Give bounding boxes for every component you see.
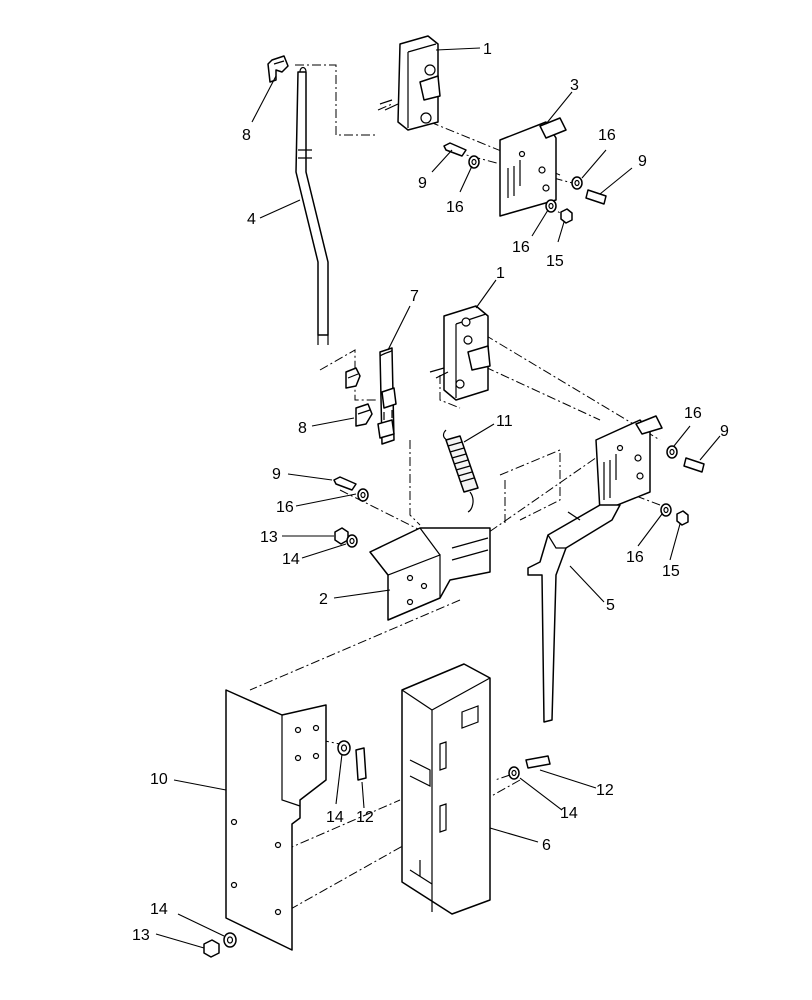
callout-14-bottom: 14 bbox=[150, 901, 168, 918]
washer-14-middle bbox=[346, 534, 358, 548]
retaining-clip-lower-b bbox=[355, 403, 373, 427]
callout-14-plate: 14 bbox=[326, 809, 344, 826]
latch-bracket-upper bbox=[499, 117, 567, 217]
bolt-9-top-left bbox=[443, 142, 467, 157]
callout-16-top-left: 16 bbox=[446, 199, 464, 216]
callout-labels: 1 1 2 3 4 5 6 7 8 8 9 9 9 9 10 11 12 12 … bbox=[132, 41, 729, 944]
nut-13-bottom bbox=[203, 939, 220, 958]
callout-9-top-left: 9 bbox=[418, 175, 427, 192]
retaining-clip-top bbox=[267, 55, 289, 83]
callout-15-top: 15 bbox=[546, 253, 564, 270]
callout-3: 3 bbox=[570, 77, 579, 94]
washer-16-top-left bbox=[468, 155, 480, 169]
mounting-plate bbox=[225, 689, 327, 951]
nut-13-middle bbox=[334, 527, 349, 545]
bolt-9-right bbox=[683, 457, 705, 473]
leader-lines bbox=[155, 47, 721, 949]
callout-6: 6 bbox=[542, 837, 551, 854]
washer-14-plate bbox=[337, 740, 351, 756]
tension-spring bbox=[442, 429, 479, 513]
callout-13-middle: 13 bbox=[260, 529, 278, 546]
door-latch-upper bbox=[379, 35, 441, 131]
release-lever bbox=[527, 504, 621, 723]
callout-4: 4 bbox=[247, 211, 256, 228]
callout-1-upper: 1 bbox=[483, 41, 492, 58]
bolt-12-plate bbox=[355, 747, 367, 781]
washer-14-housing bbox=[508, 766, 520, 780]
washer-16-top-right bbox=[571, 176, 583, 190]
latch-bracket-lower bbox=[595, 415, 663, 513]
latch-housing bbox=[401, 663, 491, 915]
nut-15-right bbox=[676, 510, 689, 526]
callout-12-right: 12 bbox=[596, 782, 614, 799]
bolt-9-middle bbox=[333, 476, 357, 491]
nut-15-top bbox=[560, 208, 573, 224]
callout-12-left: 12 bbox=[356, 809, 374, 826]
callout-16-top-right: 16 bbox=[598, 127, 616, 144]
callout-14-housing: 14 bbox=[560, 805, 578, 822]
callout-7: 7 bbox=[410, 288, 419, 305]
bolt-12-housing bbox=[525, 755, 551, 769]
washer-16-right-upper bbox=[666, 445, 678, 459]
callout-8-upper: 8 bbox=[242, 127, 251, 144]
washer-16-top-lower bbox=[545, 199, 557, 213]
callout-1-lower: 1 bbox=[496, 265, 505, 282]
callout-16-right-lower: 16 bbox=[626, 549, 644, 566]
callout-8-lower: 8 bbox=[298, 420, 307, 437]
callout-11: 11 bbox=[496, 413, 513, 430]
mounting-bracket bbox=[369, 527, 491, 621]
connecting-rod bbox=[377, 347, 397, 445]
washer-14-bottom bbox=[223, 932, 237, 948]
washer-16-middle bbox=[357, 488, 369, 502]
callout-5: 5 bbox=[606, 597, 615, 614]
door-latch-lower bbox=[429, 305, 491, 401]
callout-13-bottom: 13 bbox=[132, 927, 150, 944]
callout-14-middle: 14 bbox=[282, 551, 300, 568]
callout-16-middle: 16 bbox=[276, 499, 294, 516]
retaining-clip-lower-a bbox=[345, 367, 361, 389]
callout-15-right: 15 bbox=[662, 563, 680, 580]
callout-9-middle: 9 bbox=[272, 466, 281, 483]
callout-9-right: 9 bbox=[720, 423, 729, 440]
callout-9-top-right: 9 bbox=[638, 153, 647, 170]
callout-16-top-lower: 16 bbox=[512, 239, 530, 256]
callout-10: 10 bbox=[150, 771, 168, 788]
actuating-rod bbox=[295, 66, 329, 345]
washer-16-right-lower bbox=[660, 503, 672, 517]
callout-16-right-upper: 16 bbox=[684, 405, 702, 422]
callout-2: 2 bbox=[319, 591, 328, 608]
